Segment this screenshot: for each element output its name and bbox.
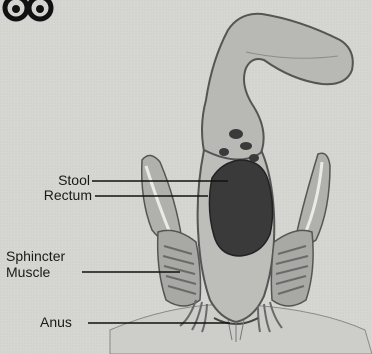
stool-label: Stool (50, 173, 90, 188)
anus-label: Anus (40, 315, 72, 330)
sphincter-label-line1: Sphincter (6, 249, 65, 264)
rectum-label: Rectum (26, 188, 92, 203)
stool-mass (209, 160, 272, 256)
sphincter-label-line2: Muscle (6, 265, 50, 280)
